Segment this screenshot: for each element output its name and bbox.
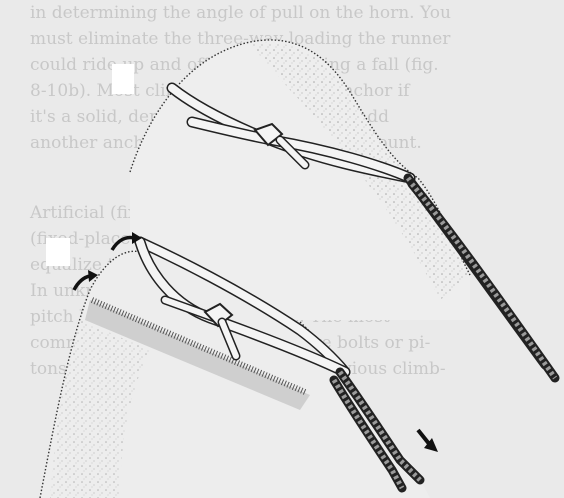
arrow-icon	[418, 430, 438, 452]
mask-box	[112, 64, 134, 94]
mask-box	[46, 238, 70, 266]
